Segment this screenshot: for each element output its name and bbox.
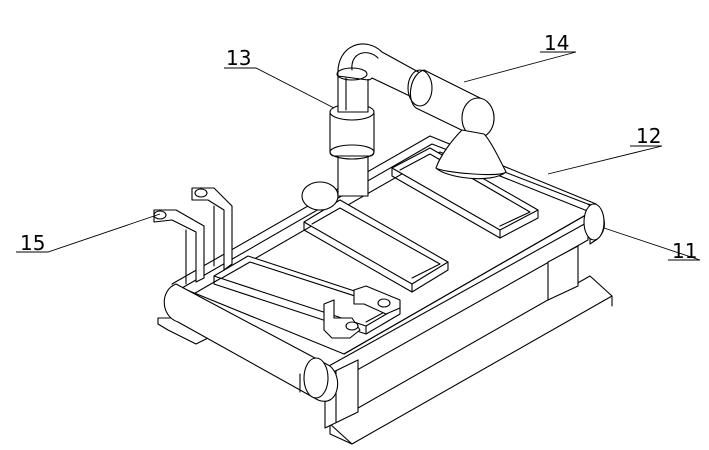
- bracket-right-front: [323, 299, 361, 339]
- base-plate: [329, 275, 613, 445]
- leader-lines: [16, 51, 701, 261]
- callout-12: 12: [636, 124, 661, 148]
- bracket-left-front: [153, 209, 205, 285]
- bracket-left-rear: [191, 187, 233, 271]
- callout-15: 15: [20, 231, 45, 255]
- tray-3: [391, 147, 539, 239]
- rear-roller: [583, 203, 605, 245]
- callout-14: 14: [544, 31, 569, 55]
- front-roller: [163, 283, 339, 402]
- fan-housing: [301, 181, 339, 211]
- callout-labels: 13 14 12 11 15: [20, 31, 697, 263]
- conveyor-frame: [157, 135, 597, 429]
- horizontal-pipe: [336, 43, 495, 139]
- callout-11: 11: [672, 239, 697, 263]
- vertical-pipe: [329, 75, 375, 197]
- bracket-right-rear: [353, 285, 401, 315]
- suction-hood: [435, 129, 507, 180]
- callout-13: 13: [226, 46, 251, 70]
